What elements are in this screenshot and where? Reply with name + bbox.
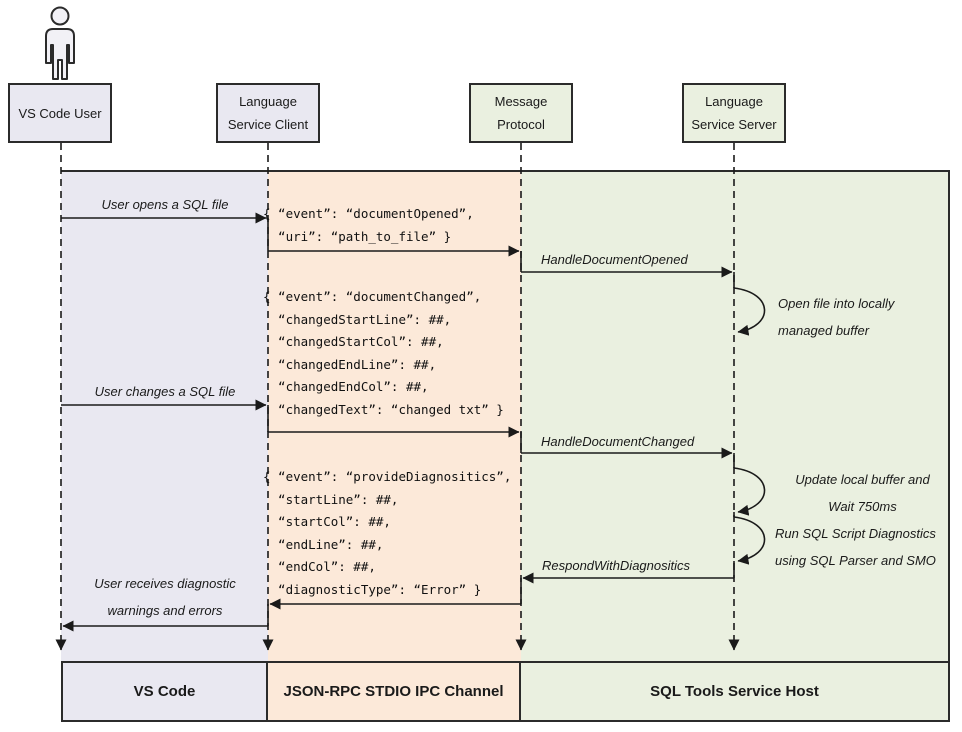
- participant-label: Language: [239, 93, 297, 109]
- note-open-buffer: Open file into locally managed buffer: [778, 290, 894, 344]
- label-user-changes-file: User changes a SQL file: [94, 384, 236, 399]
- system-box-ipc-channel: JSON-RPC STDIO IPC Channel: [266, 661, 521, 722]
- participant-vscode-user: VS Code User: [8, 83, 112, 143]
- json-line: “changedStartLine”: ##,: [263, 311, 452, 327]
- label-user-opens-file: User opens a SQL file: [101, 197, 229, 212]
- json-doc-changed: { “event”: “documentChanged”, “changedSt…: [263, 286, 504, 422]
- participant-message-protocol: Message Protocol: [469, 83, 573, 143]
- user-actor-icon: [45, 6, 75, 80]
- json-line: “changedText”: “changed txt” }: [263, 401, 504, 417]
- json-line: “changedEndLine”: ##,: [263, 356, 437, 372]
- note-line: Wait 750ms: [828, 499, 897, 514]
- lane-ipc-channel: [268, 170, 521, 661]
- lane-service-host: [521, 170, 950, 661]
- system-box-label: VS Code: [133, 683, 196, 700]
- json-line: “endCol”: ##,: [263, 559, 376, 575]
- note-line: using SQL Parser and SMO: [775, 553, 936, 568]
- label-respond-diagnostics: RespondWithDiagnositics: [542, 558, 691, 573]
- participant-label: Message: [494, 93, 548, 109]
- json-line: “uri”: “path_to_file” }: [263, 229, 452, 244]
- label-line: warnings and errors: [107, 603, 223, 618]
- participant-label: Language: [705, 93, 763, 109]
- label-user-receives-diagnostics: User receives diagnostic warnings and er…: [70, 570, 260, 624]
- label-handle-doc-changed: HandleDocumentChanged: [541, 434, 695, 449]
- json-line: { “event”: “documentOpened”,: [263, 206, 474, 221]
- json-line: { “event”: “documentChanged”,: [263, 289, 482, 304]
- note-update-buffer: Update local buffer and Wait 750ms: [765, 466, 960, 520]
- note-line: Update local buffer and: [795, 472, 930, 487]
- note-line: Run SQL Script Diagnostics: [775, 526, 936, 541]
- system-box-label: JSON-RPC STDIO IPC Channel: [283, 683, 504, 700]
- participant-language-service-server: Language Service Server: [682, 83, 786, 143]
- system-box-label: SQL Tools Service Host: [650, 683, 819, 700]
- participant-label: Protocol: [497, 117, 545, 133]
- json-line: “changedEndCol”: ##,: [263, 379, 429, 395]
- json-provide-diagnostics: { “event”: “provideDiagnositics”, “start…: [263, 466, 511, 602]
- json-line: “diagnosticType”: “Error” }: [263, 581, 482, 597]
- json-doc-opened: { “event”: “documentOpened”, “uri”: “pat…: [263, 202, 474, 248]
- label-line: User receives diagnostic: [94, 576, 236, 591]
- note-run-diagnostics: Run SQL Script Diagnostics using SQL Par…: [775, 520, 936, 574]
- json-line: “endLine”: ##,: [263, 536, 384, 552]
- note-line: managed buffer: [778, 323, 870, 338]
- participant-label: Service Client: [227, 117, 309, 133]
- json-line: “startLine”: ##,: [263, 491, 399, 507]
- system-box-service-host: SQL Tools Service Host: [519, 661, 950, 722]
- system-box-vscode: VS Code: [61, 661, 268, 722]
- json-line: “changedStartCol”: ##,: [263, 334, 444, 350]
- json-line: { “event”: “provideDiagnositics”,: [263, 469, 512, 484]
- participant-label: Service Server: [691, 117, 777, 133]
- note-line: Open file into locally: [778, 296, 895, 311]
- participant-language-service-client: Language Service Client: [216, 83, 320, 143]
- lane-vscode: [61, 170, 268, 661]
- json-line: “startCol”: ##,: [263, 514, 391, 530]
- label-handle-doc-opened: HandleDocumentOpened: [541, 252, 688, 267]
- participant-label: VS Code User: [18, 105, 102, 121]
